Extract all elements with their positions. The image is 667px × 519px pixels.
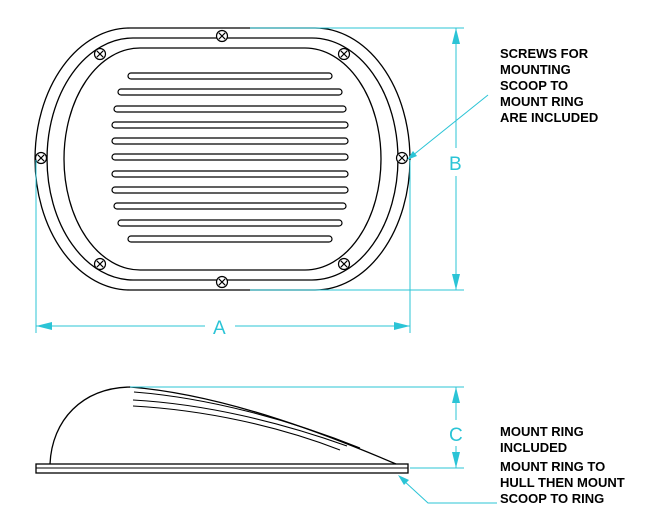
mount-ring-outer: [34, 27, 411, 291]
dimension-b: [250, 27, 464, 291]
louver-slot: [111, 137, 349, 145]
louver-slot: [113, 202, 347, 210]
screw-group: [34, 29, 409, 289]
louver-slot: [117, 219, 343, 227]
dimension-a-label: A: [213, 318, 226, 339]
dimension-c-label: C: [449, 425, 463, 446]
screw-icon: [395, 151, 409, 165]
hull-mounting-note: MOUNT RING TO HULL THEN MOUNT SCOOP TO R…: [500, 459, 625, 506]
scoop-face: [63, 47, 382, 271]
ring-leader: [402, 479, 497, 504]
louver-slot: [111, 121, 349, 129]
ring-leader-arrow: [398, 475, 409, 485]
screws-leader-arrow: [407, 151, 417, 160]
louver-slot: [111, 153, 349, 161]
dimension-b-label: B: [449, 154, 462, 175]
screw-icon: [337, 47, 351, 61]
louver-slot: [111, 170, 349, 178]
side-louver-1: [133, 391, 361, 449]
screws-note: SCREWS FOR MOUNTING SCOOP TO MOUNT RING …: [500, 46, 599, 125]
side-mount-ring: [35, 463, 409, 474]
screw-icon: [34, 151, 48, 165]
side-view: [35, 386, 409, 474]
side-louver-3: [132, 405, 341, 451]
louver-slot: [113, 105, 347, 113]
dimension-a: [35, 160, 411, 333]
louver-slot: [117, 88, 343, 96]
top-view: [34, 27, 411, 291]
mount-ring-note: MOUNT RING INCLUDED: [500, 424, 584, 455]
screw-icon: [337, 257, 351, 271]
mount-ring-inner: [46, 37, 399, 281]
louver-slot: [111, 186, 349, 194]
screws-leader: [411, 94, 489, 157]
screw-icon: [215, 275, 229, 289]
side-louver-2: [132, 399, 348, 447]
louver-slot: [127, 235, 333, 243]
side-scoop-body: [49, 386, 397, 465]
louver-slots: [111, 72, 349, 243]
screw-icon: [93, 257, 107, 271]
screw-icon: [215, 29, 229, 43]
dimension-c: [130, 386, 464, 469]
louver-slot: [127, 72, 333, 80]
screw-icon: [93, 47, 107, 61]
